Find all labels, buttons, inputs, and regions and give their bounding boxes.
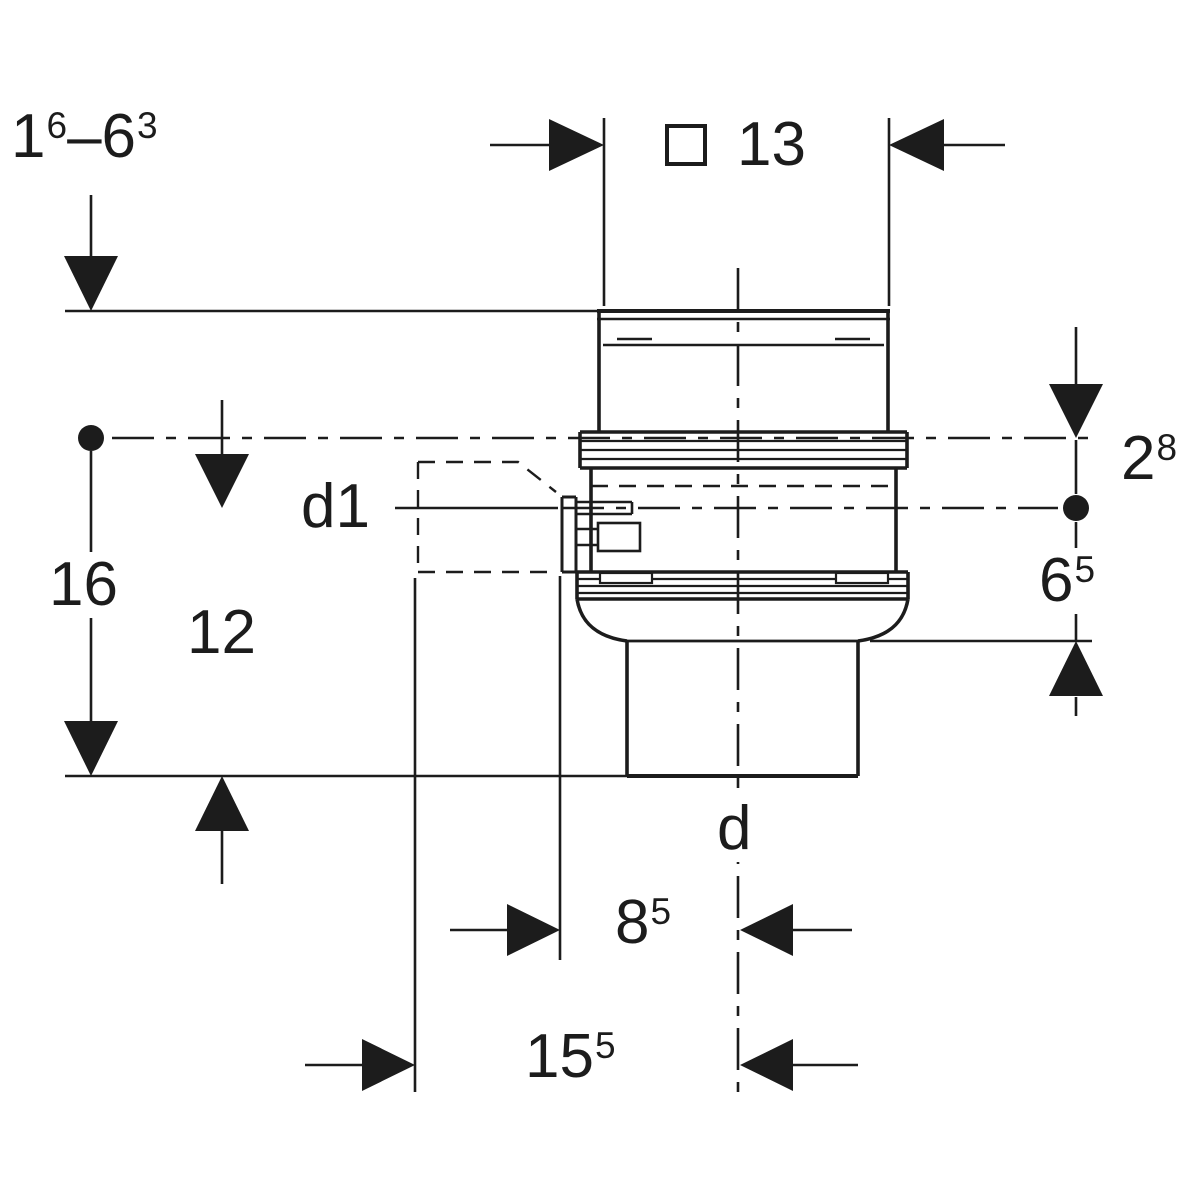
arrowhead-down-icon <box>64 721 118 776</box>
arrowheads <box>64 119 1103 1091</box>
dim-16-value: 16 <box>49 550 118 619</box>
dim-2-8-value: 2 <box>1121 424 1156 493</box>
range-value-2-sup: 3 <box>137 105 158 146</box>
hidden-lines <box>416 460 896 574</box>
flange-tab-right <box>834 571 890 585</box>
inlet-d1-value: d1 <box>301 472 370 541</box>
datum-dot-left-icon <box>78 425 104 451</box>
bowl-left-curve <box>575 598 628 643</box>
arrowhead-right-icon <box>362 1039 415 1091</box>
range-value-1-sup: 6 <box>46 105 68 146</box>
dim-square-width-label: 13 <box>660 112 811 178</box>
dim-8-5-label: 85 <box>610 888 677 957</box>
dim-8-5-value: 8 <box>615 888 650 957</box>
dim-15-5-sup: 5 <box>594 1025 616 1066</box>
dim-15-5-value: 15 <box>525 1022 594 1091</box>
range-value-1: 1 <box>11 102 46 171</box>
arrowhead-left-icon <box>740 1039 793 1091</box>
fitting-outline <box>560 309 910 778</box>
dim-16-label: 16 <box>44 552 123 618</box>
dim-12-value: 12 <box>187 598 256 667</box>
center-lines <box>112 268 1092 1092</box>
arrowhead-right-icon <box>549 119 604 171</box>
outlet-d-label: d <box>712 794 757 863</box>
dim-6-5-sup: 5 <box>1074 549 1096 590</box>
arrowhead-down-icon <box>1049 384 1103 438</box>
range-value-2: 6 <box>101 102 137 171</box>
dim-6-5-value: 6 <box>1039 546 1074 615</box>
arrowhead-left-icon <box>889 119 944 171</box>
dim-2-8-sup: 8 <box>1156 427 1178 468</box>
inlet-d1-label: d1 <box>296 474 375 540</box>
dim-8-5-sup: 5 <box>650 891 672 932</box>
datum-dots <box>78 425 1089 521</box>
dim-6-5-label: 65 <box>1034 546 1101 615</box>
dim-15-5-label: 155 <box>520 1024 621 1090</box>
dim-adjust-range-label: 16–63 <box>6 104 163 170</box>
arrowhead-right-icon <box>507 904 560 956</box>
outlet-d-value: d <box>717 794 752 863</box>
square-width-value: 13 <box>737 110 806 179</box>
dimension-lines <box>89 143 1078 1067</box>
range-separator: – <box>67 102 102 171</box>
flange-tab-left <box>598 571 654 585</box>
arrowhead-up-icon <box>1049 641 1103 696</box>
dim-12-label: 12 <box>182 600 261 666</box>
arrowhead-down-icon <box>195 454 249 508</box>
arrowhead-left-icon <box>740 904 793 956</box>
inlet-bracket-block <box>596 521 642 553</box>
phantom-inlet-top-line <box>418 460 557 493</box>
arrowhead-down-icon <box>64 256 118 311</box>
reference-lines <box>65 118 1092 1092</box>
bowl-right-curve <box>857 598 910 643</box>
dim-2-8-label: 28 <box>1116 424 1183 493</box>
square-symbol-icon <box>665 123 707 166</box>
datum-dot-right-icon <box>1063 495 1089 521</box>
arrowhead-up-icon <box>195 776 249 831</box>
